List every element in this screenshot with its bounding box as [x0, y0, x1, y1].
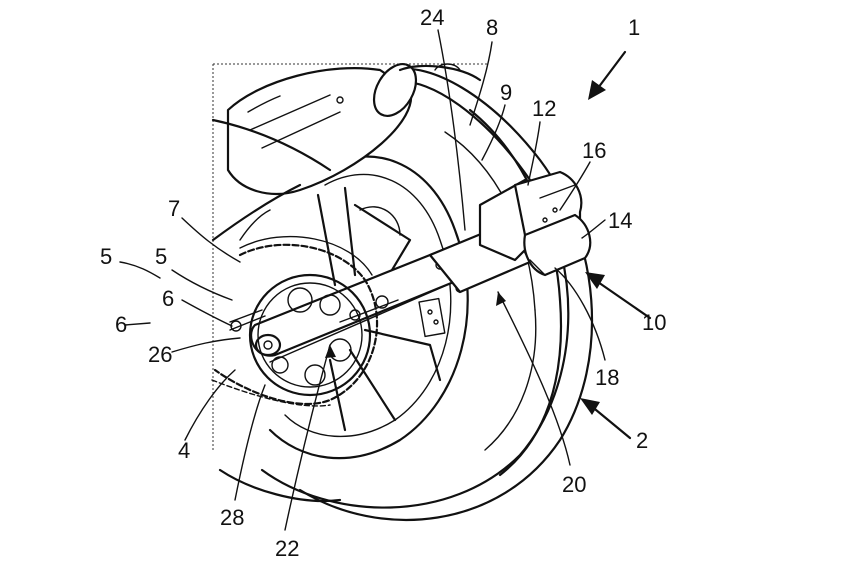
- label-5-inner: 5: [155, 244, 167, 269]
- label-24: 24: [420, 5, 444, 30]
- reference-arrows: [580, 50, 652, 440]
- label-7: 7: [168, 196, 180, 221]
- label-14: 14: [608, 208, 632, 233]
- label-9: 9: [500, 80, 512, 105]
- label-12: 12: [532, 96, 556, 121]
- label-6-outer: 6: [115, 312, 127, 337]
- label-18: 18: [595, 365, 619, 390]
- label-20: 20: [562, 472, 586, 497]
- label-2: 2: [636, 428, 648, 453]
- reference-labels: 1 24 8 9 12 16 14 10 18 2 20 7 5 5 6 6 2…: [100, 5, 666, 561]
- exhaust-pipe: [226, 63, 482, 195]
- leader-lines: [119, 29, 606, 531]
- label-10: 10: [642, 310, 666, 335]
- label-4: 4: [178, 438, 190, 463]
- label-26: 26: [148, 342, 172, 367]
- label-8: 8: [486, 15, 498, 40]
- label-6-inner: 6: [162, 286, 174, 311]
- label-22: 22: [275, 536, 299, 561]
- label-28: 28: [220, 505, 244, 530]
- rear-frame: [211, 118, 332, 242]
- label-5-outer: 5: [100, 244, 112, 269]
- label-1: 1: [628, 15, 640, 40]
- motor-assembly: [478, 170, 592, 277]
- label-16: 16: [582, 138, 606, 163]
- sprocket-chain: [211, 235, 379, 407]
